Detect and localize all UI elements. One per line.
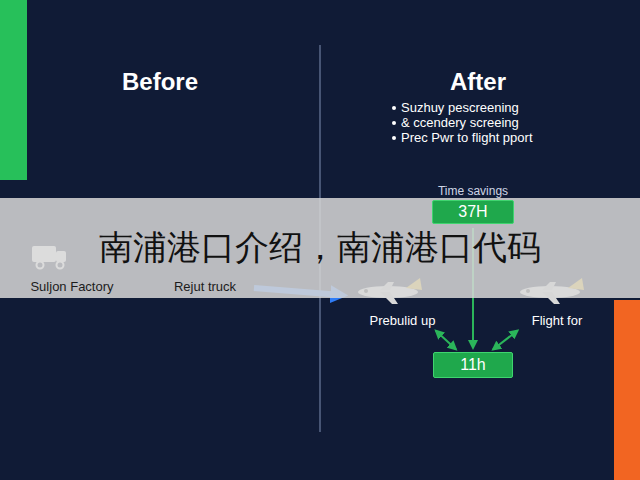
node-text: Prebulid up bbox=[370, 313, 436, 328]
box-heading: Time savings bbox=[438, 184, 508, 198]
bullet-text: Suzhuy pescreening bbox=[401, 100, 519, 115]
watermark-text: 南浦港口介绍，南浦港口代码 bbox=[99, 225, 541, 271]
flow-arrow bbox=[436, 331, 456, 350]
plane-stage: Flight for bbox=[515, 272, 599, 328]
bullet bbox=[392, 121, 396, 125]
time-box: Time savings37H bbox=[432, 200, 514, 224]
truck-label: Rejut truck bbox=[160, 274, 250, 294]
bullet-text: & ccendery screeing bbox=[401, 115, 519, 130]
flow-arrow bbox=[493, 330, 518, 349]
node-text: Flight for bbox=[532, 313, 583, 328]
node-text: Suljon Factory bbox=[30, 279, 113, 294]
section-heading: Before bbox=[122, 68, 198, 96]
plane-stage: Prebulid up bbox=[345, 272, 460, 328]
node-text: Rejut truck bbox=[174, 279, 236, 294]
bullet bbox=[392, 136, 396, 140]
bullet bbox=[392, 106, 396, 110]
time-box: 11h bbox=[433, 352, 513, 378]
section-heading: After bbox=[450, 68, 506, 96]
node-text: 11h bbox=[460, 356, 486, 374]
green-bar bbox=[0, 0, 27, 180]
bullet-text: Prec Pwr to flight pport bbox=[401, 130, 533, 145]
orange-bar bbox=[614, 300, 640, 480]
node-text: 37H bbox=[458, 203, 487, 221]
source-label: Suljon Factory bbox=[22, 274, 122, 294]
